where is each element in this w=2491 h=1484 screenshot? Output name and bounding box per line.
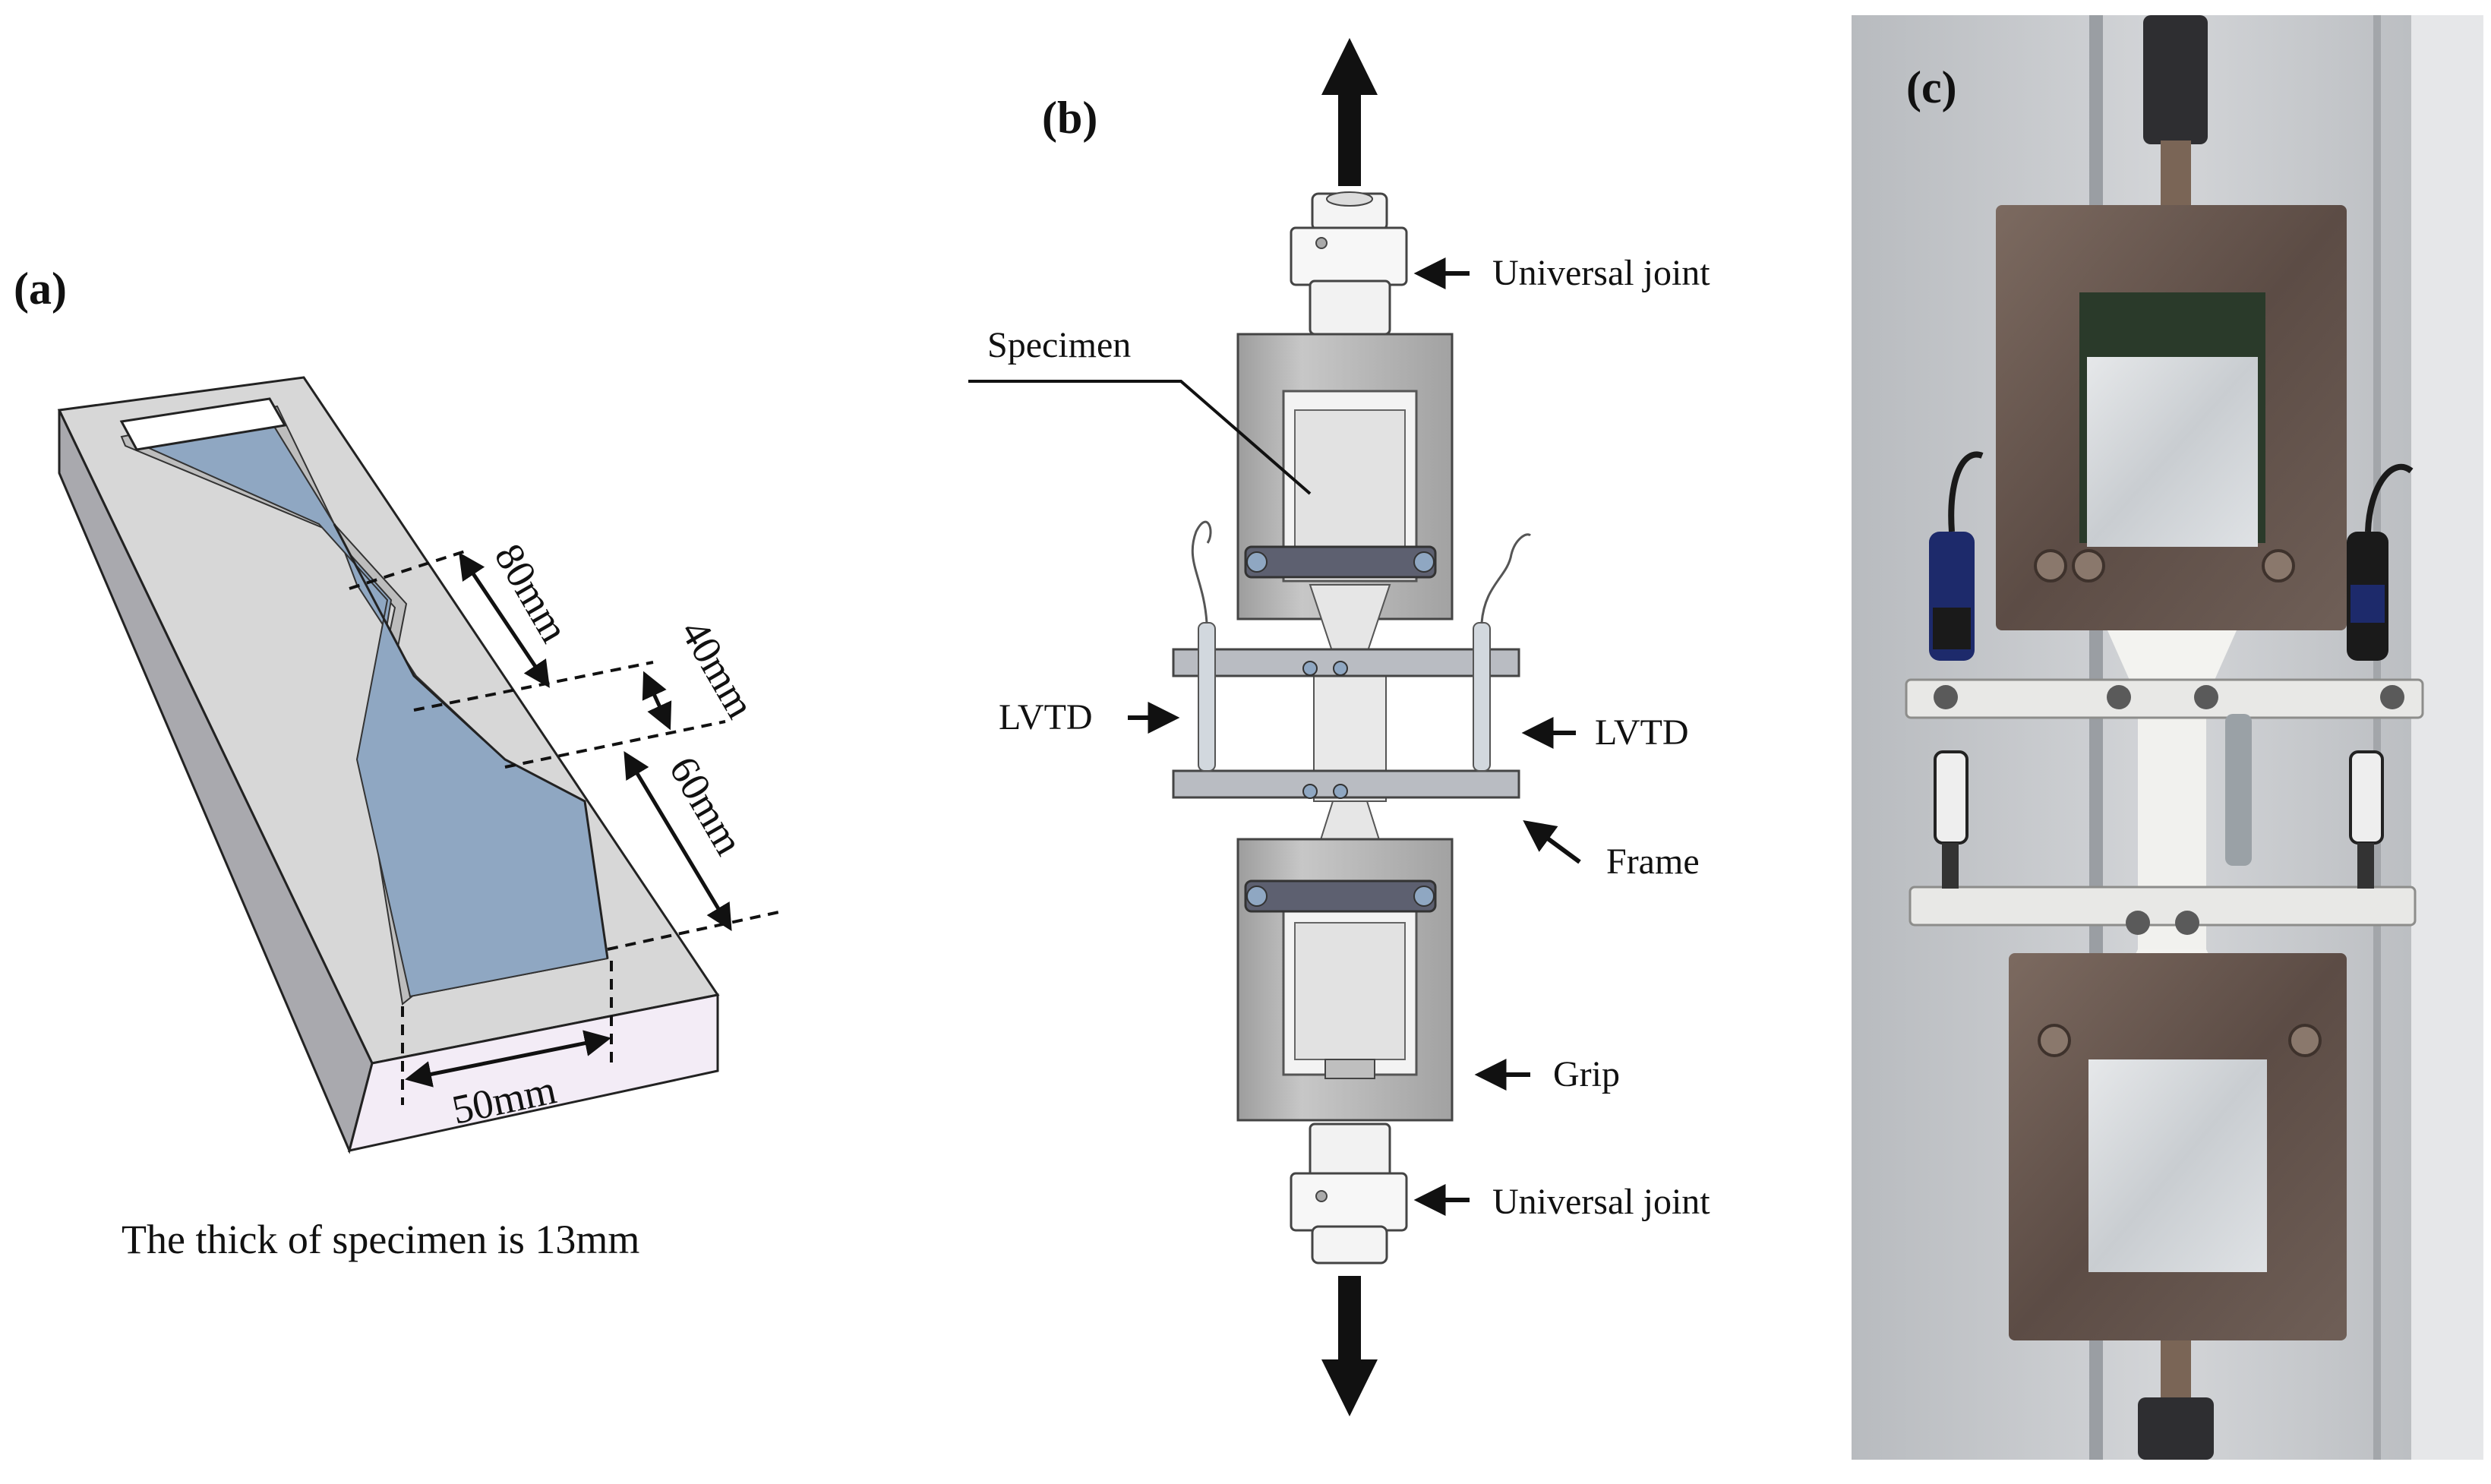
photo-frame-bolt	[2175, 911, 2199, 935]
photo-bolt	[2262, 549, 2295, 583]
cavity-edge	[333, 523, 609, 959]
grip-upper	[1236, 333, 1454, 620]
label-universal-joint-bottom: Universal joint	[1492, 1182, 1710, 1222]
photo-bottom-threaded	[2161, 1340, 2191, 1401]
universal-joint-top	[1290, 191, 1408, 336]
dim-60mm: 60mm	[661, 749, 753, 863]
label-grip: Grip	[1553, 1054, 1620, 1094]
photo-frame-bolt	[2126, 911, 2150, 935]
panel-c-label: (c)	[1906, 62, 1957, 112]
photo-connector	[2225, 714, 2252, 866]
specimen-neck	[1309, 584, 1391, 874]
dimension-arrows	[405, 552, 732, 1088]
photo-frame-bolt	[2194, 685, 2218, 709]
panel-b-label: (b)	[1042, 93, 1097, 143]
dimension-lines	[349, 549, 783, 1105]
photo-frame-bottom	[1909, 886, 2417, 927]
photo-frame-top	[1905, 678, 2424, 719]
label-frame: Frame	[1606, 841, 1700, 882]
dim-40mm: 40mm	[672, 612, 764, 726]
panel-a: (a)	[14, 264, 783, 1262]
panel-b: (b)	[968, 38, 1710, 1416]
label-lvtd-right: LVTD	[1595, 712, 1689, 753]
photo-frame-bolt	[2107, 685, 2131, 709]
dim-80mm: 80mm	[486, 536, 578, 650]
panel-a-caption: The thick of specimen is 13mm	[122, 1217, 639, 1262]
photo-lvtd-left	[1929, 451, 1984, 889]
photo-frame-bolt	[2380, 685, 2404, 709]
frame	[1172, 648, 1520, 799]
photo-upper-specimen	[2087, 357, 2258, 547]
photo-bolt	[2034, 549, 2067, 583]
photo-lower-specimen	[2088, 1059, 2267, 1272]
photo-wall	[2411, 15, 2483, 1460]
lvtd-left-sensor	[1191, 520, 1216, 772]
photo-frame-bolt	[1934, 685, 1958, 709]
specimen-leader-line	[968, 380, 1312, 495]
panel-a-label: (a)	[14, 264, 67, 314]
universal-joint-bottom	[1290, 1122, 1408, 1265]
mold-opening	[119, 397, 287, 451]
cavity-wall	[120, 405, 415, 1006]
photo-bolt	[2038, 1024, 2071, 1057]
grip-lower	[1236, 838, 1454, 1122]
photo-lvtd-right	[2347, 463, 2414, 889]
load-arrow-up	[1321, 38, 1378, 186]
label-specimen: Specimen	[987, 325, 1131, 365]
photo-bolt	[2072, 549, 2105, 583]
load-arrow-down	[1321, 1276, 1378, 1416]
panel-c-photo: (c)	[1852, 15, 2483, 1460]
label-lvtd-left: LVTD	[999, 697, 1093, 737]
photo-top-threaded	[2161, 141, 2191, 209]
label-universal-joint-top: Universal joint	[1492, 253, 1710, 293]
lvtd-right-sensor	[1473, 533, 1532, 772]
photo-bolt	[2288, 1024, 2322, 1057]
callout-arrows	[1128, 257, 1581, 1216]
photo-bottom-rod	[2138, 1397, 2214, 1460]
mold-block	[57, 376, 720, 1154]
photo-top-rod	[2143, 15, 2208, 144]
